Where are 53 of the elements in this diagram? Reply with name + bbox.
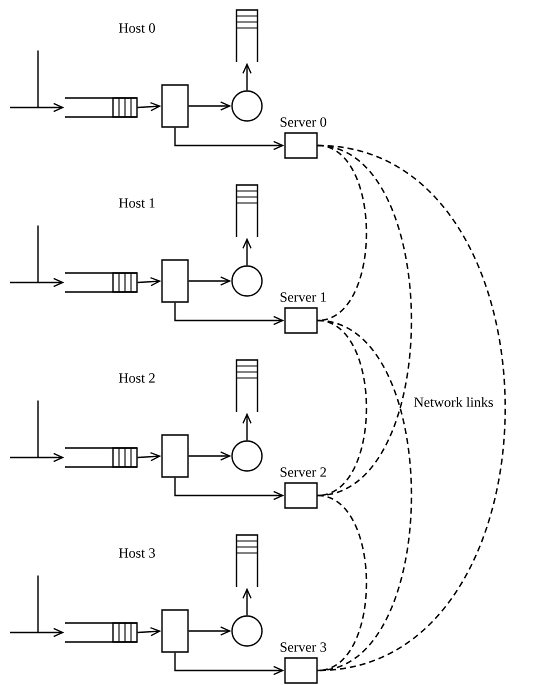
input-arrow — [10, 628, 64, 638]
network-link — [318, 320, 412, 672]
arrow — [174, 652, 284, 676]
arrow — [138, 452, 162, 462]
input-arrow — [10, 102, 64, 112]
server-box — [284, 482, 318, 509]
dispatcher-box — [161, 84, 189, 128]
dispatcher-box — [161, 609, 189, 653]
dispatcher-box — [161, 434, 189, 478]
processor-circle — [231, 90, 263, 122]
arrow — [138, 102, 162, 112]
dispatcher-box — [161, 259, 189, 303]
network-link — [318, 144, 506, 672]
queue — [64, 272, 138, 293]
output-stack — [236, 359, 258, 412]
arrow — [138, 627, 162, 636]
queue — [64, 622, 138, 643]
arrow — [188, 626, 232, 636]
arrow — [174, 128, 284, 150]
server-box — [284, 132, 318, 159]
server-box — [284, 657, 318, 684]
arrow — [242, 588, 252, 616]
arrow — [138, 277, 162, 286]
processor-circle — [231, 615, 263, 647]
arrow — [174, 478, 284, 500]
arrow — [188, 276, 232, 286]
host-label: Host 0 — [118, 23, 155, 33]
input-arrow — [10, 452, 64, 462]
server-label: Server 0 — [280, 117, 326, 127]
output-stack — [236, 184, 258, 237]
output-stack — [236, 9, 258, 62]
host-label: Host 3 — [118, 548, 155, 558]
arrow — [242, 62, 252, 90]
arrow — [188, 451, 232, 461]
network-label: Network links — [412, 396, 494, 408]
arrow — [188, 101, 232, 111]
arrow — [174, 302, 284, 326]
network-link — [318, 494, 368, 672]
host-label: Host 1 — [118, 198, 155, 208]
processor-circle — [231, 440, 263, 472]
queue — [64, 97, 138, 118]
arrow — [242, 412, 252, 440]
host-label: Host 2 — [118, 373, 155, 383]
network-link — [318, 144, 412, 496]
server-label: Server 1 — [280, 292, 326, 302]
input-arrow — [10, 278, 64, 288]
processor-circle — [231, 265, 263, 297]
queue — [64, 447, 138, 468]
server-label: Server 3 — [280, 642, 326, 652]
arrow — [242, 238, 252, 266]
server-box — [284, 307, 318, 334]
server-label: Server 2 — [280, 467, 326, 477]
output-stack — [236, 534, 258, 587]
